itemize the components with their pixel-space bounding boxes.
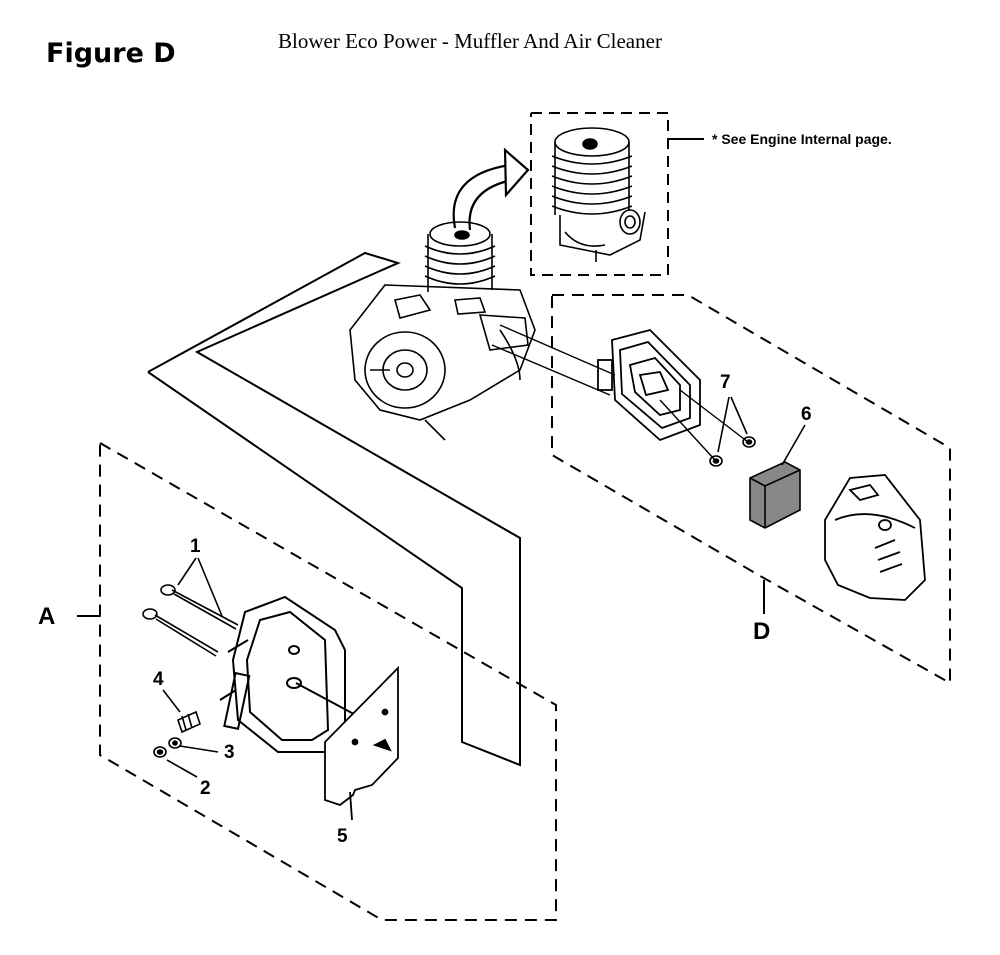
spring-washer-nut-parts [153, 689, 219, 778]
group-d-outline [551, 294, 951, 685]
callout-6: 6 [801, 404, 812, 425]
muffler-guide-frame [147, 251, 521, 767]
group-label-d: D [753, 618, 771, 645]
spark-arrester-plate-5 [324, 665, 399, 821]
group-label-a: A [38, 603, 56, 630]
callout-7: 7 [720, 372, 731, 393]
diagram-title: Blower Eco Power - Muffler And Air Clean… [278, 29, 662, 53]
cylinder-drawing [551, 127, 646, 262]
curved-arrow [452, 147, 530, 231]
air-cleaner-base [597, 328, 701, 442]
figure-label: Figure D [46, 38, 176, 69]
callout-1: 1 [190, 536, 201, 557]
air-cleaner-cover [824, 474, 926, 601]
engine-internal-note: * See Engine Internal page. [712, 131, 892, 147]
engine-drawing [349, 221, 536, 441]
callout-2: 2 [200, 778, 211, 799]
filter-element-6 [749, 424, 806, 529]
group-a-outline [77, 442, 557, 921]
cylinder-inset-box [530, 112, 704, 276]
air-cleaner-guide-lines [491, 324, 749, 461]
gasket-7-parts [709, 396, 756, 467]
bolts-1-parts [142, 557, 239, 657]
callout-4: 4 [153, 669, 164, 690]
callout-5: 5 [337, 826, 348, 847]
callout-3: 3 [224, 742, 235, 763]
muffler-drawing [219, 595, 366, 753]
